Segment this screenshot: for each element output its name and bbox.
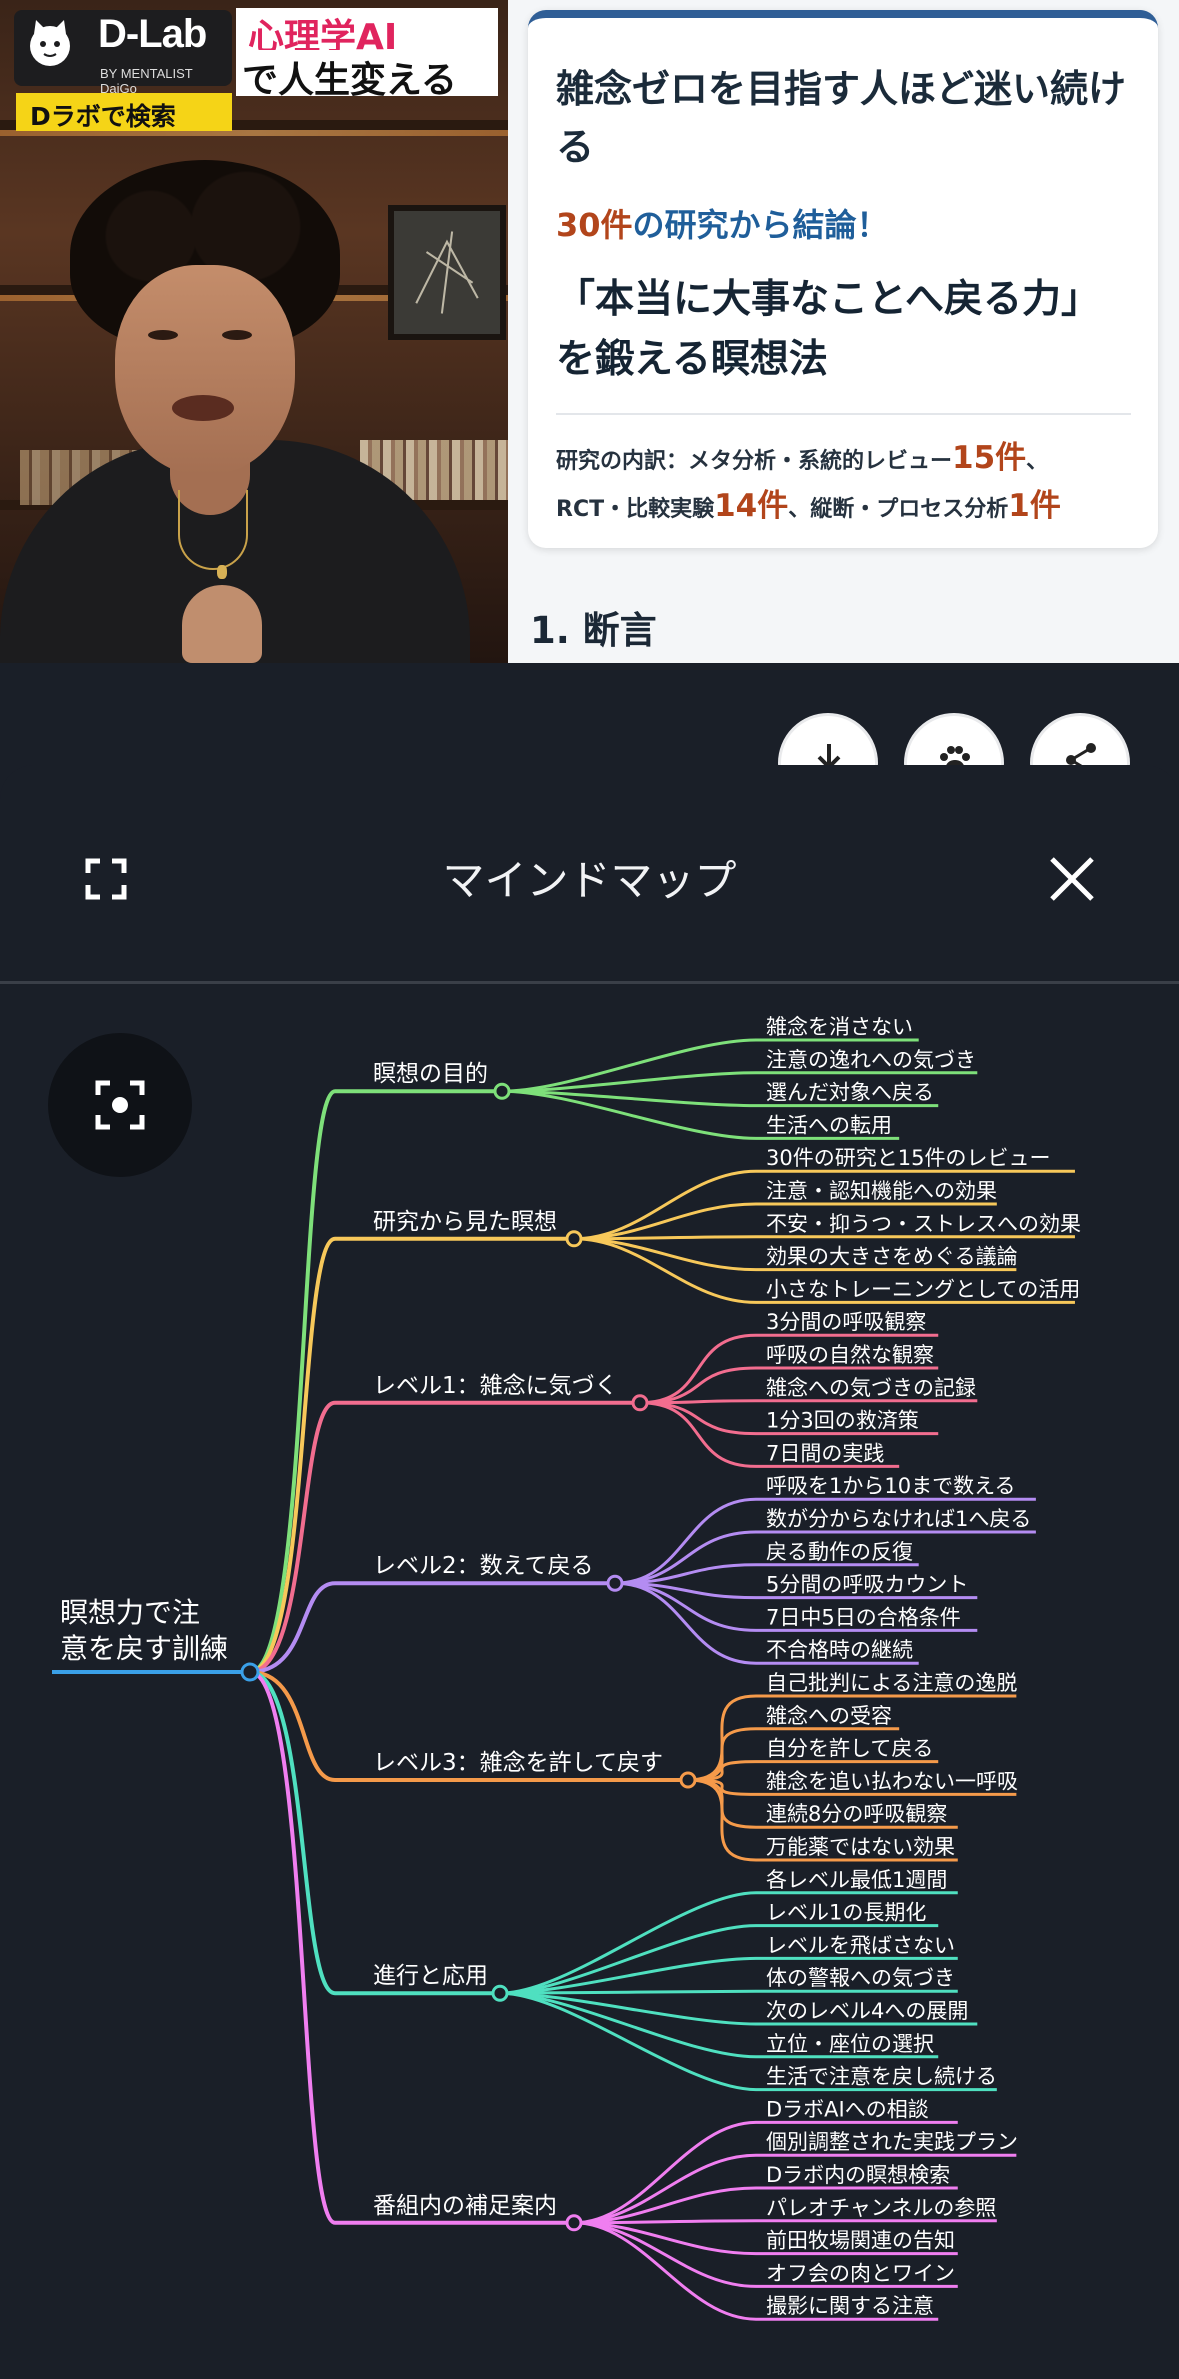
section-heading: 1. 断言 <box>530 609 657 652</box>
person-eye <box>148 330 178 340</box>
shelf <box>0 120 508 130</box>
recenter-button[interactable] <box>48 1033 192 1177</box>
search-badge-text: Dラボで検索 <box>30 102 176 131</box>
slide-title: 雑念ゼロを目指す人ほど迷い続ける <box>556 67 1127 169</box>
breakdown-text: 、縦断・プロセス分析 <box>788 497 1009 522</box>
person-mouth <box>172 395 234 421</box>
sheet-title: マインドマップ <box>442 856 737 905</box>
logo-title: D-Lab <box>98 12 207 56</box>
mindmap-sheet: マインドマップ <box>0 765 1179 2379</box>
slide-headline: 「本当に大事なことへ戻る力」を鍛える瞑想法 <box>556 277 1101 382</box>
logo-subtitle: BY MENTALIST DaiGo <box>100 66 193 96</box>
breakdown-text: 、 <box>1026 449 1049 474</box>
study-count-text: の研究から結論！ <box>632 206 889 244</box>
video-banner-line2: で人生変える <box>236 50 498 101</box>
sheet-header: マインドマップ <box>0 765 1179 984</box>
person-hands <box>182 585 262 663</box>
sheet-divider <box>0 981 1179 984</box>
focus-icon <box>95 1080 145 1130</box>
close-icon[interactable] <box>1040 847 1104 911</box>
slide-study-count: 30件の研究から結論！ <box>556 200 889 246</box>
breakdown-text: 研究の内訳：メタ分析・系統的レビュー <box>556 449 953 474</box>
study-count-number: 30件 <box>556 206 633 244</box>
fullscreen-icon[interactable] <box>74 847 138 911</box>
person-face <box>115 265 295 475</box>
shelf-light <box>0 130 508 136</box>
player-controls <box>0 663 1179 813</box>
slide-divider <box>556 413 1131 415</box>
summary-slide: 雑念ゼロを目指す人ほど迷い続ける 30件の研究から結論！ 「本当に大事なことへ戻… <box>528 10 1158 548</box>
cat-logo-icon <box>30 20 70 66</box>
breakdown-number: 1件 <box>1008 488 1061 524</box>
banner-text: で人生変える <box>242 60 457 101</box>
person-eye <box>222 330 252 340</box>
necklace-pendant <box>217 565 227 579</box>
wall-art <box>388 205 506 340</box>
video-frame[interactable]: D-Lab BY MENTALIST DaiGo 心理学AI で人生変える Dラ… <box>0 0 508 663</box>
breakdown-number: 14件 <box>714 488 789 524</box>
breakdown-number: 15件 <box>952 440 1027 476</box>
necklace <box>178 490 248 570</box>
slide-breakdown: 研究の内訳：メタ分析・系統的レビュー15件、 RCT・比較実験14件、縦断・プロセ… <box>556 436 1156 532</box>
channel-logo: D-Lab BY MENTALIST DaiGo <box>14 10 232 96</box>
search-badge: Dラボで検索 <box>16 93 232 131</box>
video-area[interactable]: D-Lab BY MENTALIST DaiGo 心理学AI で人生変える Dラ… <box>0 0 1179 663</box>
video-banner-line1: 心理学AI <box>236 8 498 58</box>
breakdown-text: RCT・比較実験 <box>556 497 715 522</box>
